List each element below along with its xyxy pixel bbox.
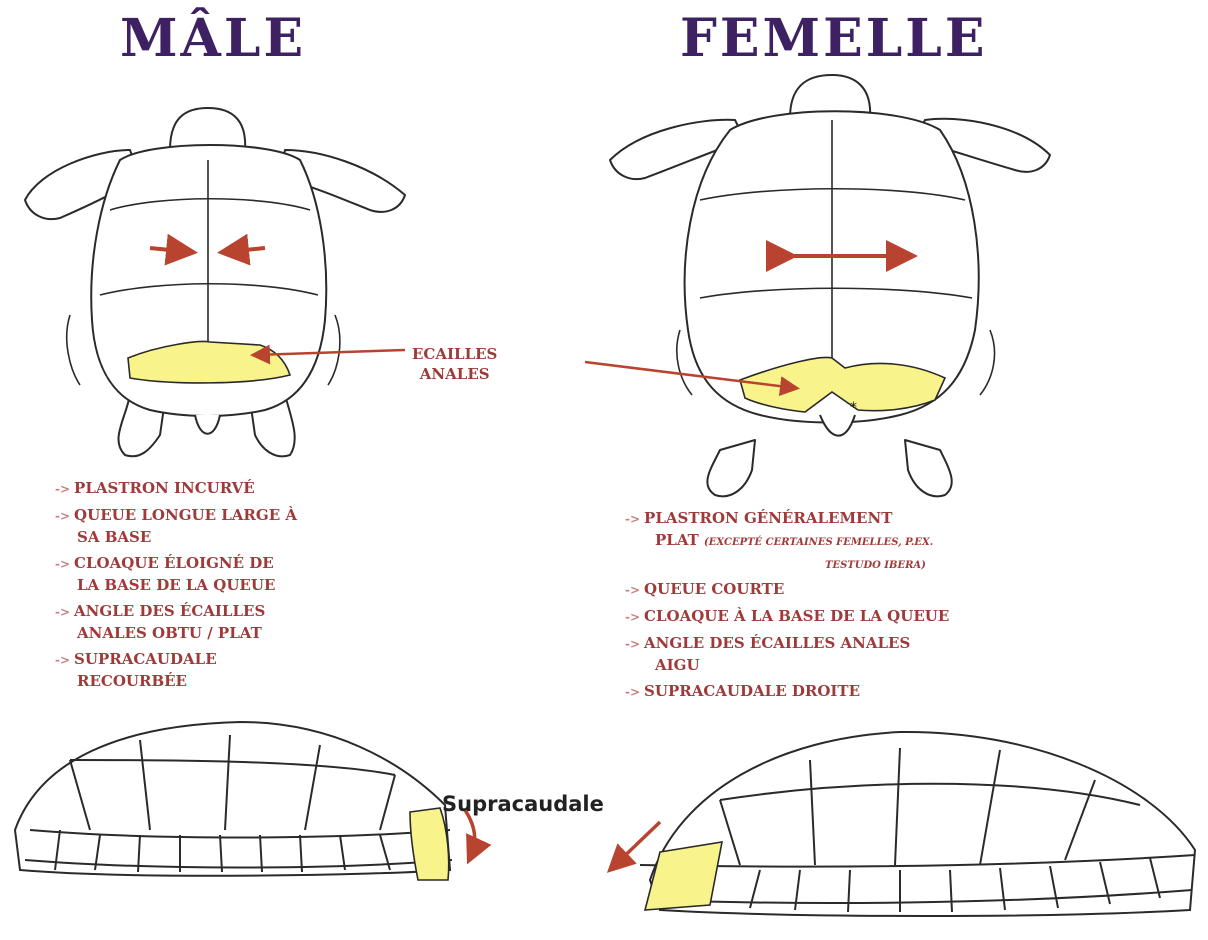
supracaudale-label: Supracaudale <box>442 792 604 816</box>
male-shell-side <box>15 722 452 876</box>
svg-text:*: * <box>850 400 857 416</box>
female-shell-side <box>640 732 1195 916</box>
male-characteristics-list: ->PLASTRON INCURVÉ ->QUEUE LONGUE LARGE … <box>55 478 455 697</box>
female-supracaudal <box>645 842 722 910</box>
anal-scutes-label: ECAILLES ANALES <box>412 344 497 384</box>
female-item: ->QUEUE COURTE <box>625 579 1165 601</box>
female-item: ->CLOAQUE À LA BASE DE LA QUEUE <box>625 606 1165 628</box>
female-plastron-drawing <box>610 75 1050 496</box>
female-item: ->SUPRACAUDALE DROITE <box>625 681 1165 703</box>
male-plastron-drawing <box>25 108 405 456</box>
anal-scutes-label-line1: ECAILLES <box>412 344 497 364</box>
male-item: ->PLASTRON INCURVÉ <box>55 478 455 500</box>
male-supracaudal <box>410 808 449 880</box>
anal-scutes-label-line2: ANALES <box>412 364 497 384</box>
